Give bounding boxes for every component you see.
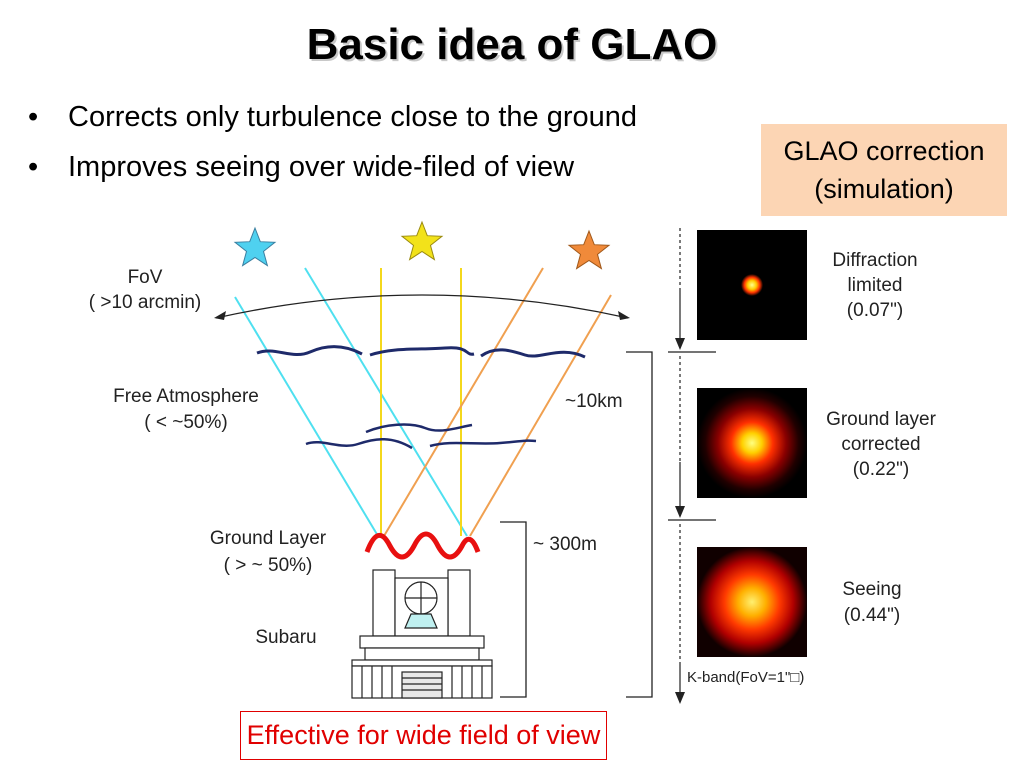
- glao-correction-box: GLAO correction (simulation): [761, 124, 1007, 216]
- psf1-label-line3: (0.07"): [847, 300, 903, 321]
- psf2-label-line3: (0.22"): [853, 459, 909, 480]
- ground-layer-label-line2: ( > ~ 50%): [224, 555, 313, 576]
- bullet-text: Improves seeing over wide-filed of view: [68, 151, 575, 183]
- star-icon-cyan: [233, 226, 277, 267]
- ground-layer-label-line1: Ground Layer: [210, 528, 327, 549]
- psf3-label-line1: Seeing: [842, 579, 901, 600]
- psf1-label-line2: limited: [848, 275, 903, 296]
- turbulence-lower-1: [365, 423, 473, 434]
- fov-arrow-right-icon: [618, 311, 630, 320]
- telescope-label: Subaru: [255, 627, 316, 648]
- turbulence-upper-3: [480, 348, 586, 359]
- orange-beam-right: [469, 294, 612, 537]
- glao-box-line1: GLAO correction: [783, 136, 985, 166]
- down-arrow-icon: [675, 338, 685, 350]
- fov-label-line1: FoV: [128, 267, 163, 288]
- psf2-label-line2: corrected: [841, 434, 920, 455]
- bullet-list: • Corrects only turbulence close to the g…: [28, 92, 637, 192]
- cyan-beam-left: [234, 296, 379, 537]
- cyan-beam-right: [304, 267, 468, 537]
- turbulence-upper-1: [256, 345, 363, 357]
- down-arrow-icon: [675, 692, 685, 704]
- effective-wide-field-note: Effective for wide field of view: [240, 711, 607, 760]
- bracket-10km: [626, 351, 653, 698]
- bracket-300m: [500, 521, 527, 698]
- ground-layer-wave: [364, 531, 481, 560]
- psf1-label-line1: Diffraction: [832, 250, 917, 271]
- height-300m-label: ~ 300m: [533, 534, 597, 555]
- free-atmosphere-label-line1: Free Atmosphere: [113, 386, 259, 407]
- bullet-marker: •: [28, 101, 39, 133]
- subaru-telescope-icon: [351, 569, 493, 699]
- glao-box-line2: (simulation): [814, 174, 954, 204]
- turbulence-upper-2: [369, 346, 475, 357]
- bullet-item: • Corrects only turbulence close to the g…: [28, 92, 637, 142]
- psf-ground-layer-corrected-image: [697, 388, 807, 498]
- fov-label-line2: ( >10 arcmin): [89, 292, 201, 313]
- fov-arrow-left-icon: [214, 311, 226, 320]
- bullet-marker: •: [28, 151, 39, 183]
- down-arrow-icon: [675, 506, 685, 518]
- orange-beam-left: [383, 267, 544, 537]
- bullet-item: • Improves seeing over wide-filed of view: [28, 142, 637, 192]
- psf2-label-line1: Ground layer: [826, 409, 937, 430]
- fov-arc: [215, 294, 629, 319]
- kband-caption: K-band(FoV=1"□): [687, 669, 804, 686]
- psf-seeing-image: [697, 547, 807, 657]
- psf-diffraction-limited-image: [697, 230, 807, 340]
- turbulence-lower-3: [429, 439, 537, 448]
- star-icon-yellow: [400, 220, 444, 261]
- free-atmosphere-label-line2: ( < ~50%): [144, 412, 227, 433]
- turbulence-lower-2: [305, 438, 413, 450]
- page-title: Basic idea of GLAO: [306, 20, 718, 69]
- height-10km-label: ~10km: [565, 391, 623, 412]
- psf3-label-line2: (0.44"): [844, 605, 900, 626]
- bullet-text: Corrects only turbulence close to the gr…: [68, 101, 638, 133]
- star-icon-orange: [567, 229, 611, 270]
